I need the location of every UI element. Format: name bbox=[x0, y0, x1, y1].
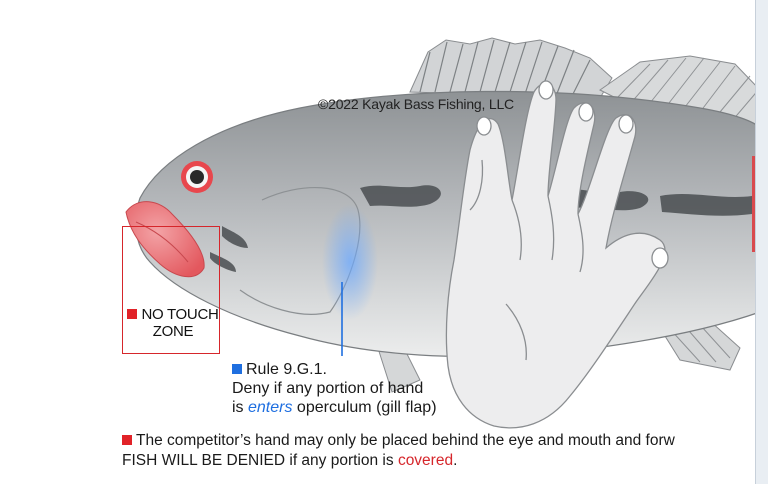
hand-illustration bbox=[445, 80, 669, 429]
vertical-scrollbar[interactable] bbox=[755, 0, 768, 484]
no-touch-line2: ZONE bbox=[152, 323, 194, 340]
rule-line1: Deny if any portion of hand bbox=[232, 380, 424, 397]
footer-note: The competitor’s hand may only be placed… bbox=[122, 431, 675, 471]
no-touch-zone-label: NO TOUCH ZONE bbox=[127, 306, 219, 340]
blue-square-icon bbox=[232, 364, 242, 374]
footer-line2-prefix: FISH WILL BE DENIED if any portion is bbox=[122, 452, 398, 469]
rule-annotation: Rule 9.G.1. Deny if any portion of hand … bbox=[232, 360, 437, 417]
rule-title: Rule 9.G.1. bbox=[246, 361, 327, 378]
red-square-icon bbox=[122, 435, 132, 445]
fish-lips bbox=[125, 201, 205, 278]
no-touch-zone-box bbox=[122, 226, 220, 354]
footer-line1: The competitor’s hand may only be placed… bbox=[136, 432, 675, 449]
no-touch-line1: NO TOUCH bbox=[141, 306, 219, 323]
footer-covered-word: covered bbox=[397, 452, 454, 469]
rule-line2-suffix: operculum (gill flap) bbox=[292, 399, 437, 416]
footer-line2-suffix: . bbox=[453, 452, 458, 469]
red-square-icon bbox=[127, 309, 138, 319]
copyright-text: ©2022 Kayak Bass Fishing, LLC bbox=[318, 96, 514, 112]
fish-eye bbox=[181, 161, 213, 193]
gill-highlight bbox=[322, 204, 378, 320]
rule-line2-emphasis: enters bbox=[248, 399, 293, 416]
rule-line2-prefix: is bbox=[232, 399, 248, 416]
